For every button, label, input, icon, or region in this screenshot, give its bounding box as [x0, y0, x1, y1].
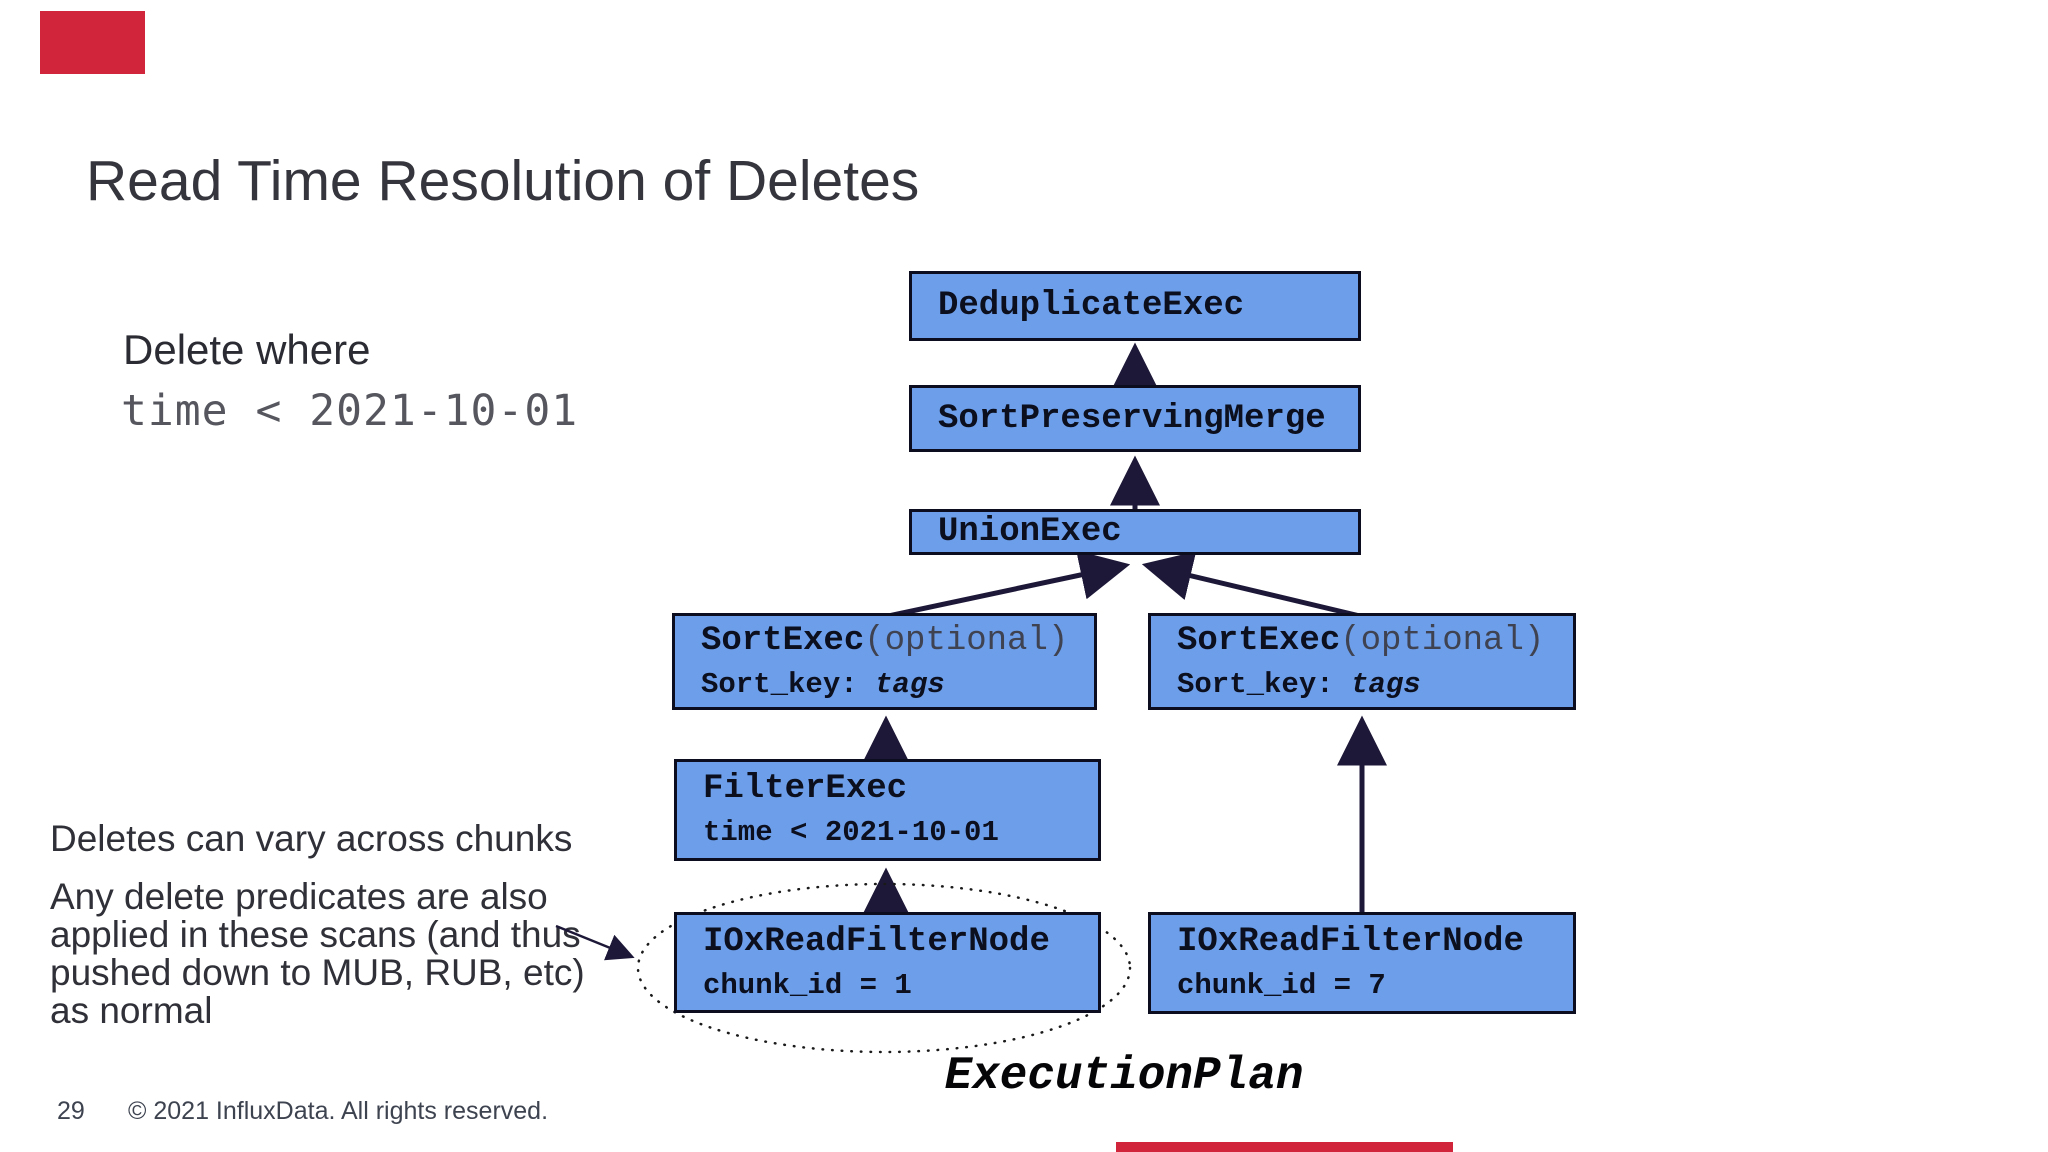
node-label: DeduplicateExec [938, 287, 1245, 325]
node-label: IOxReadFilterNode [1177, 923, 1524, 961]
slide-title: Read Time Resolution of Deletes [86, 149, 920, 213]
sort-key-value: tags [875, 667, 945, 701]
node-sort-exec-left: SortExec(optional) Sort_key: tags [672, 613, 1097, 710]
node-sort-preserving-merge: SortPreservingMerge [909, 385, 1361, 452]
node-label: IOxReadFilterNode [703, 922, 1050, 961]
note-deletes-vary: Deletes can vary across chunks [50, 818, 573, 859]
node-label-suffix: (optional) [864, 621, 1069, 660]
node-subtext: chunk_id = 1 [703, 968, 912, 1002]
node-subtext: Sort_key: tags [1177, 667, 1421, 701]
node-filter-exec: FilterExec time < 2021-10-01 [674, 759, 1101, 861]
node-label-suffix: (optional) [1340, 621, 1545, 660]
page-number: 29 [57, 1097, 85, 1125]
accent-bar-bottom-right [1116, 1142, 1453, 1152]
delete-predicate: time < 2021-10-01 [121, 386, 579, 436]
node-label: SortPreservingMerge [938, 399, 1326, 438]
execution-plan-label: ExecutionPlan [944, 1050, 1304, 1102]
node-subtext: time < 2021-10-01 [703, 816, 999, 849]
sort-key-value: tags [1351, 667, 1421, 701]
node-subtext: chunk_id = 7 [1177, 969, 1386, 1002]
node-label: SortExec(optional) [701, 621, 1069, 660]
arrow-sortright-to-union [1141, 551, 1361, 619]
node-label: UnionExec [938, 513, 1122, 551]
node-iox-read-filter-chunk7: IOxReadFilterNode chunk_id = 7 [1148, 912, 1576, 1014]
node-label: FilterExec [703, 770, 908, 808]
node-union-exec: UnionExec [909, 509, 1361, 555]
node-label: SortExec(optional) [1177, 621, 1545, 660]
node-iox-read-filter-chunk1: IOxReadFilterNode chunk_id = 1 [674, 912, 1101, 1013]
node-deduplicate-exec: DeduplicateExec [909, 271, 1361, 341]
arrow-sortleft-to-union [887, 550, 1131, 619]
node-sort-exec-right: SortExec(optional) Sort_key: tags [1148, 613, 1576, 710]
accent-bar-top-left [40, 11, 145, 74]
copyright-text: © 2021 InfluxData. All rights reserved. [128, 1097, 549, 1125]
node-subtext: Sort_key: tags [701, 667, 945, 701]
delete-heading: Delete where [123, 326, 371, 373]
note-delete-predicates: Any delete predicates are also applied i… [50, 876, 585, 1031]
